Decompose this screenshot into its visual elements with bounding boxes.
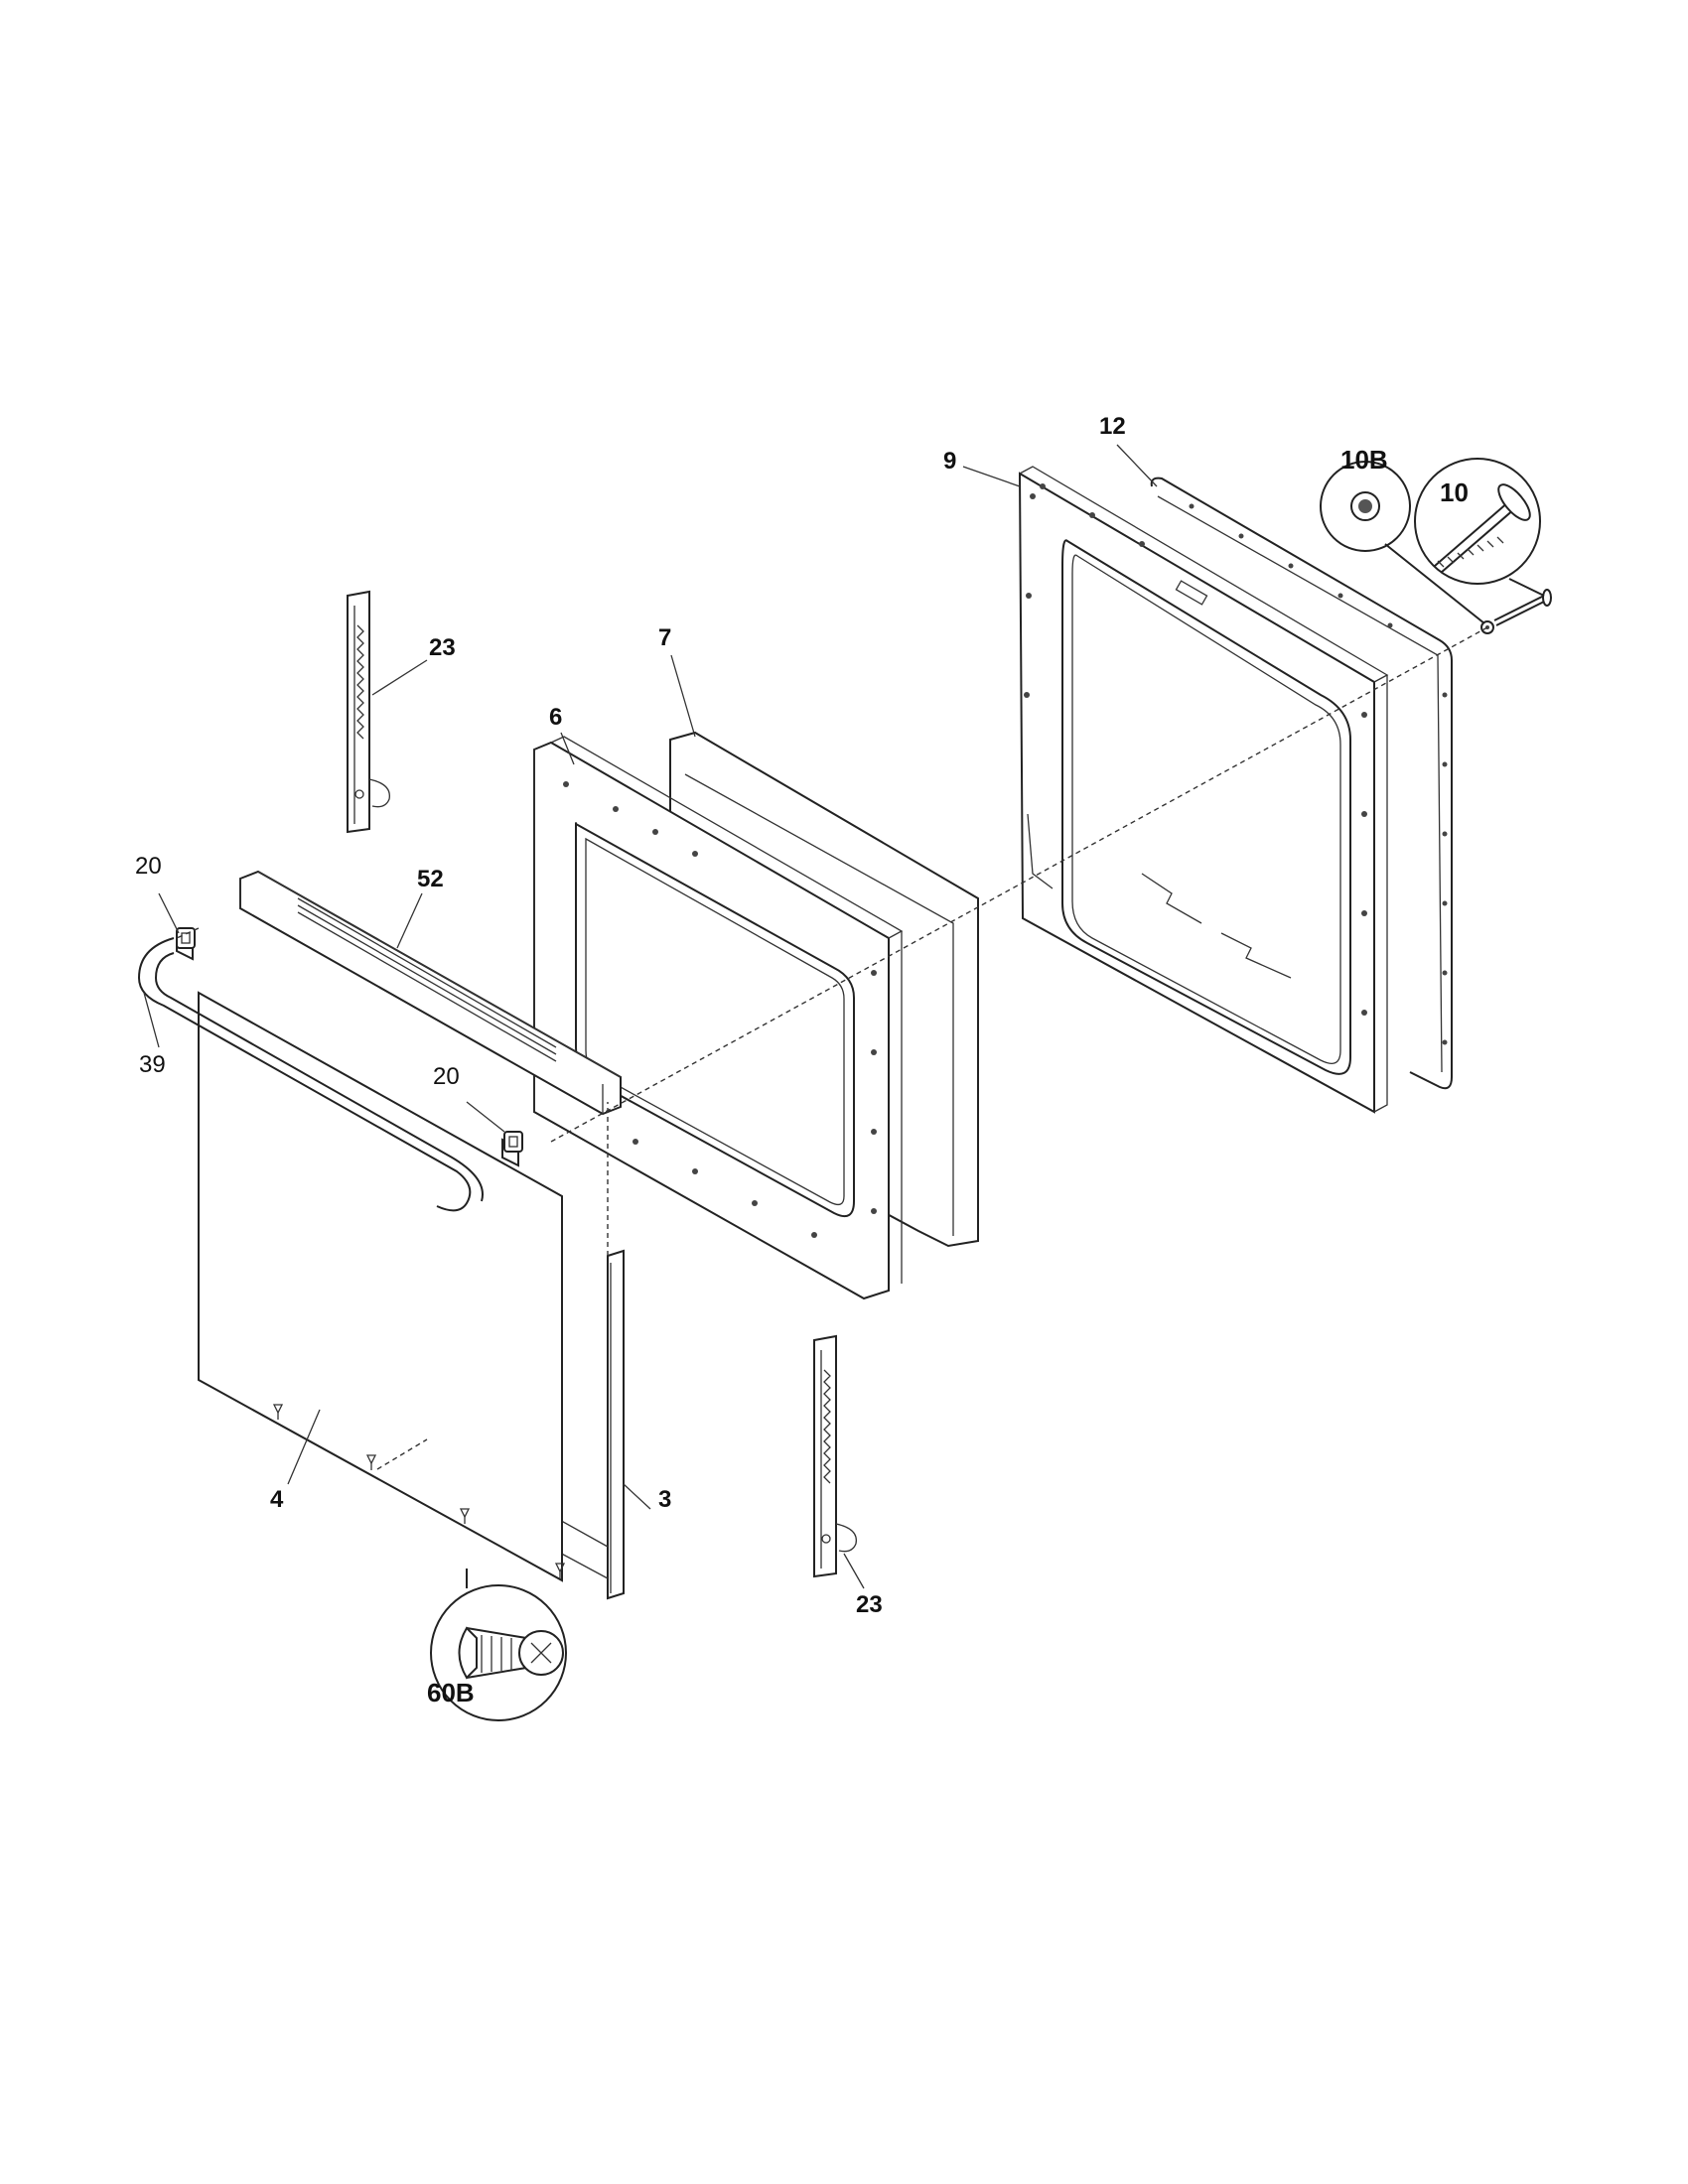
label-23-lower: 23: [856, 1591, 883, 1618]
label-4: 4: [270, 1486, 284, 1513]
label-20-right: 20: [433, 1063, 460, 1090]
part-20-end-cap-left: [176, 927, 196, 949]
detail-circle-10b: [1320, 461, 1485, 624]
screws: [272, 1404, 566, 1578]
part-23-hinge-lower: [813, 1334, 857, 1578]
label-20-left: 20: [135, 853, 162, 880]
label-39: 39: [139, 1051, 166, 1078]
label-23-upper: 23: [429, 634, 456, 661]
label-10b: 10B: [1340, 445, 1388, 475]
part-10-bolt: [1493, 589, 1552, 626]
callout-labels: 9 12 10B 10 7 6 23 52 20 20 39 4 3 23 60…: [135, 413, 1469, 1707]
alignment-lines: [176, 626, 1488, 1470]
detail-circle-10: [1414, 458, 1545, 597]
label-9: 9: [943, 448, 956, 475]
label-3: 3: [658, 1486, 671, 1513]
label-60b: 60B: [427, 1678, 475, 1707]
leader-lines: [143, 444, 1158, 1589]
part-52-top-trim: [239, 870, 622, 1116]
label-6: 6: [549, 704, 562, 731]
part-6-inner-door-panel: [533, 736, 904, 1300]
label-52: 52: [417, 866, 444, 892]
part-4-outer-glass: [198, 991, 563, 1582]
label-7: 7: [658, 624, 671, 651]
part-23-hinge-upper: [347, 590, 390, 834]
label-12: 12: [1099, 413, 1126, 440]
label-10: 10: [1440, 478, 1469, 507]
detail-circle-60b: [430, 1569, 567, 1721]
part-9-door-liner: [1018, 466, 1389, 1114]
part-20-end-cap-right: [503, 1131, 523, 1153]
